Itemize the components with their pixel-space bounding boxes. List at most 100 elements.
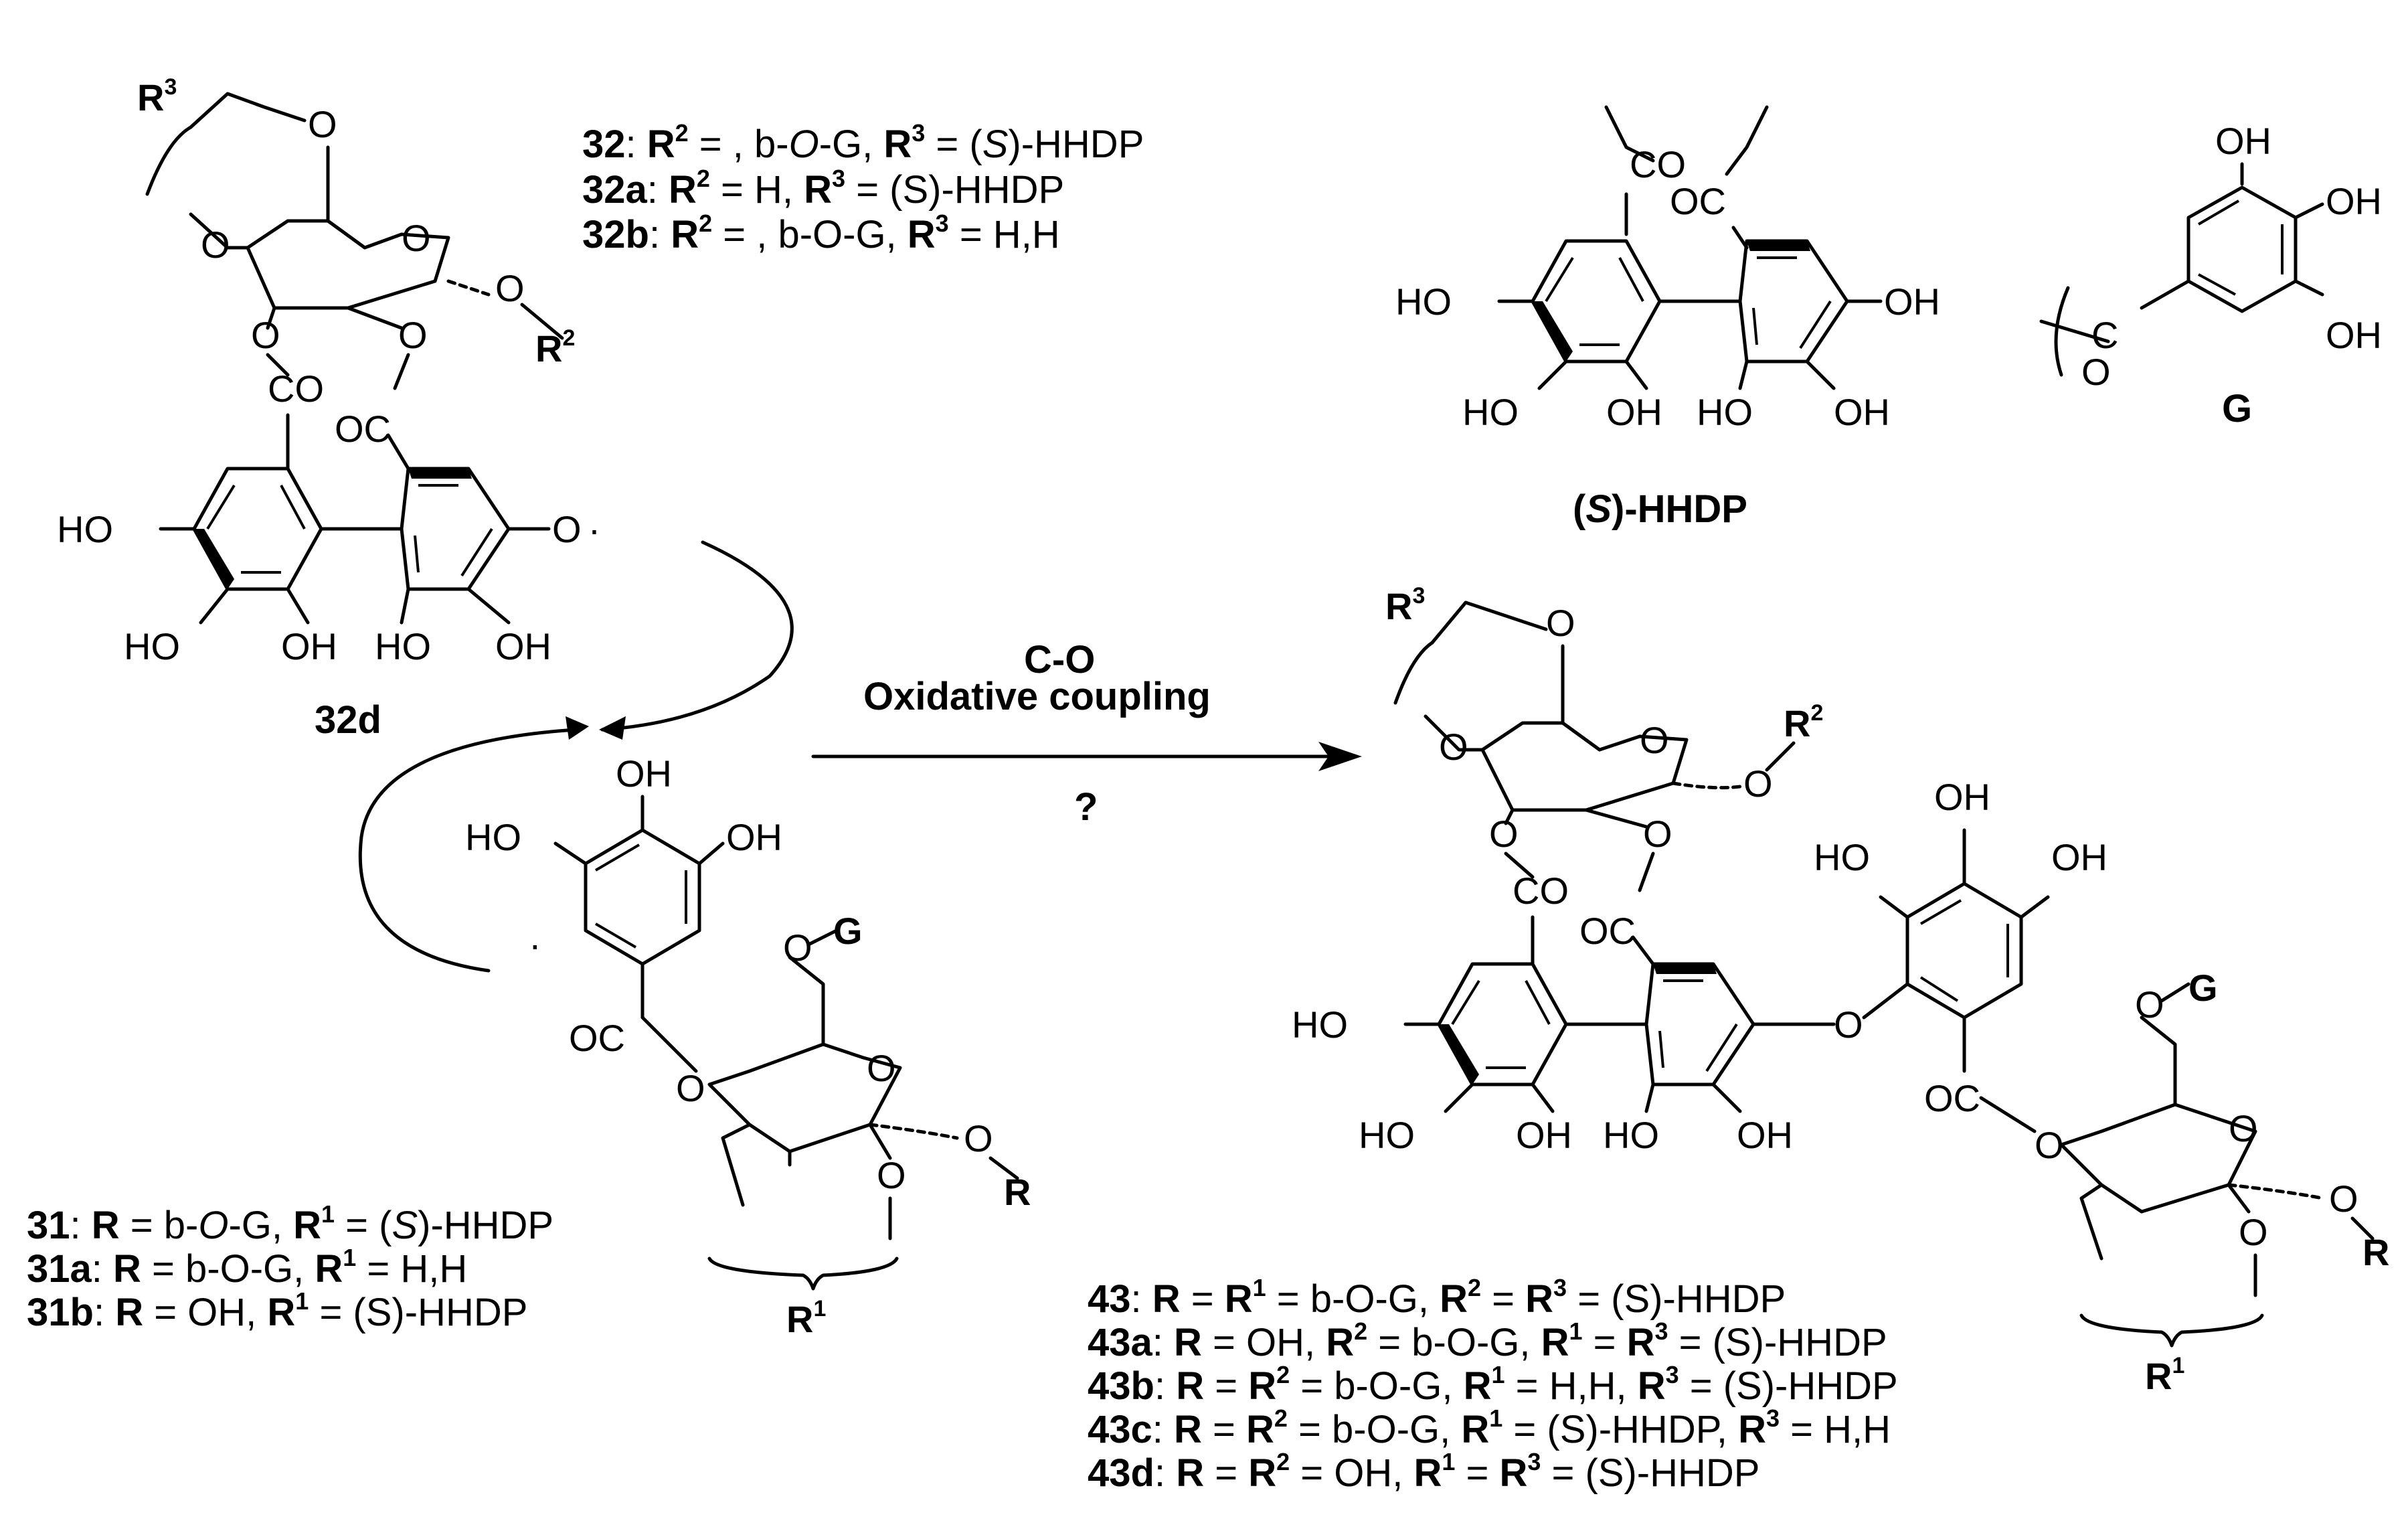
legend-text: 32a [582,168,648,212]
legend-text: R [1413,1451,1442,1495]
legend-text: = [1583,1321,1627,1364]
legend-text: 43d [1088,1451,1154,1495]
legend-text: R [113,1247,141,1291]
o1-atom: O [2329,1178,2358,1220]
legend-text: = [1481,1277,1525,1321]
oh-bond [286,587,310,625]
legend-text: 32 [582,123,626,166]
legend-text: : [1152,1408,1174,1451]
reaction-condition-1: C-O [1024,638,1095,681]
oc-atom: OC [1924,1077,1980,1119]
ho-atom: HO [1814,836,1870,878]
oh-bond [466,587,511,625]
wedge-bond [194,529,234,589]
legend-row: 43d: R = R2 = OH, R1 = R3 = (S)-HHDP [1088,1448,1759,1495]
oh-bond [1711,1082,1742,1113]
legend-text: = (S)-HHDP, [1502,1408,1738,1451]
legend-text: 31 [27,1204,70,1247]
o6-atom: O [783,926,812,969]
ho-atom: HO [1462,391,1519,433]
legend-text: S [392,1204,418,1247]
r1-label: R1 [2145,1353,2184,1397]
ring-double-bonds [1752,256,1832,349]
legend-text: R [293,1204,321,1247]
c6-bond [788,955,825,1046]
ring-double-bonds [1658,979,1738,1072]
legend-text: O [789,123,819,166]
legend-row: 43b: R = R2 = b-O-G, R1 = H,H, R3 = (S)-… [1088,1361,1898,1408]
oh-atom: OH [1737,1114,1793,1156]
r1-brace [2079,1313,2264,1348]
wedge-bond [408,469,472,479]
oh-bond [2294,202,2324,220]
legend-text: = ( [925,123,982,166]
legend-text: : [1154,1451,1176,1495]
legend-text: R [671,213,699,256]
legend-text: 2 [1468,1274,1481,1301]
legend-text: 2 [1276,1361,1290,1388]
diaryl-ether-bond [1862,982,1909,1020]
o6-g-bond [808,928,839,946]
legend-text: R [1541,1321,1569,1364]
compound-label-32d: 32d [315,698,381,742]
o3-atom: O [251,314,280,356]
legend-text: : [70,1204,92,1247]
co-atom: CO [1513,870,1569,912]
o4-bond [721,1123,752,1207]
radical-dot: · [529,923,541,965]
legend-row: 43a: R = OH, R2 = b-O-G, R1 = R3 = (S)-H… [1088,1317,1887,1364]
legend-text: )-HHDP [418,1204,553,1247]
legend-text: R [315,1247,343,1291]
oh-bond [2019,895,2050,919]
reaction-arrow-group: C-O Oxidative coupling ? [811,638,1362,829]
legend-text: R [1499,1451,1527,1495]
legend-text: = H,H [356,1247,467,1291]
ho-bond [1644,1082,1655,1113]
legend-text: = [1455,1451,1499,1495]
oh-bond [2294,279,2324,297]
reaction-question: ? [1074,785,1098,829]
o3-co-bond [266,353,290,377]
legend-text: 3 [832,165,845,192]
legend-text: 1 [1489,1404,1502,1432]
r3-chain [189,92,307,129]
ho-atom: HO [1292,1003,1348,1046]
legend-text: 1 [1253,1274,1266,1301]
legend-text: = , b- [689,123,789,166]
legend-text: = b-O-G, [141,1247,315,1291]
legend-text: = OH, [143,1291,267,1334]
g-caption: G [2222,387,2252,430]
legend-text: R [1326,1321,1354,1364]
legend-text: S [982,123,1009,166]
legend-text: : [1154,1364,1176,1408]
o-atom: O [676,1067,705,1109]
ho-atom: HO [1603,1114,1659,1156]
legend-text: R [1248,1364,1276,1408]
o3-atom: O [1489,813,1519,855]
o1-r2-bond [520,303,564,340]
oh-bond [1805,359,1836,390]
legend-row: 31b: R = OH, R1 = (S)-HHDP [27,1287,527,1334]
legend-text: 32b [582,213,649,256]
legend-text: = H,H, [1504,1364,1637,1408]
legend-text: = (S)-HHDP [1541,1451,1759,1495]
legend-text: = b-O-G, [1288,1408,1461,1451]
galloyl-ring [584,828,701,966]
glucose-ring [1480,721,1689,812]
legend-text: R [1627,1321,1655,1364]
legend-text: 43b [1088,1364,1154,1408]
legend-text: R [1225,1277,1253,1321]
legend-text: 2 [1354,1317,1367,1345]
legend-text: )-HHDP [1008,123,1144,166]
legend-text: = b-O-G, [1290,1364,1463,1408]
legend-text: R [669,168,697,212]
legend-text: R [1174,1321,1202,1364]
legend-text: 1 [295,1287,309,1315]
ho-bond [1537,359,1568,390]
legend-text: 31b [27,1291,94,1334]
arrowhead [1318,742,1362,771]
wedge-bond [1533,301,1573,361]
legend-text: R [908,213,936,256]
legend-text: R [1246,1408,1274,1451]
